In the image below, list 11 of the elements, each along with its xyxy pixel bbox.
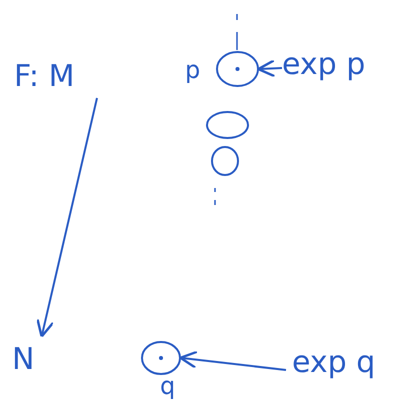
handwritten-label: exp p bbox=[282, 50, 366, 80]
arrow bbox=[257, 59, 282, 78]
handwritten-label: F: M bbox=[14, 62, 74, 92]
variable-label: p bbox=[185, 58, 200, 82]
oval-shape bbox=[210, 145, 240, 177]
handwritten-label: N bbox=[12, 345, 34, 375]
oval-shape bbox=[205, 110, 250, 140]
arrow bbox=[36, 98, 98, 338]
handwritten-label: exp q bbox=[292, 348, 376, 378]
arrow bbox=[179, 350, 286, 371]
variable-label: q bbox=[160, 374, 176, 398]
